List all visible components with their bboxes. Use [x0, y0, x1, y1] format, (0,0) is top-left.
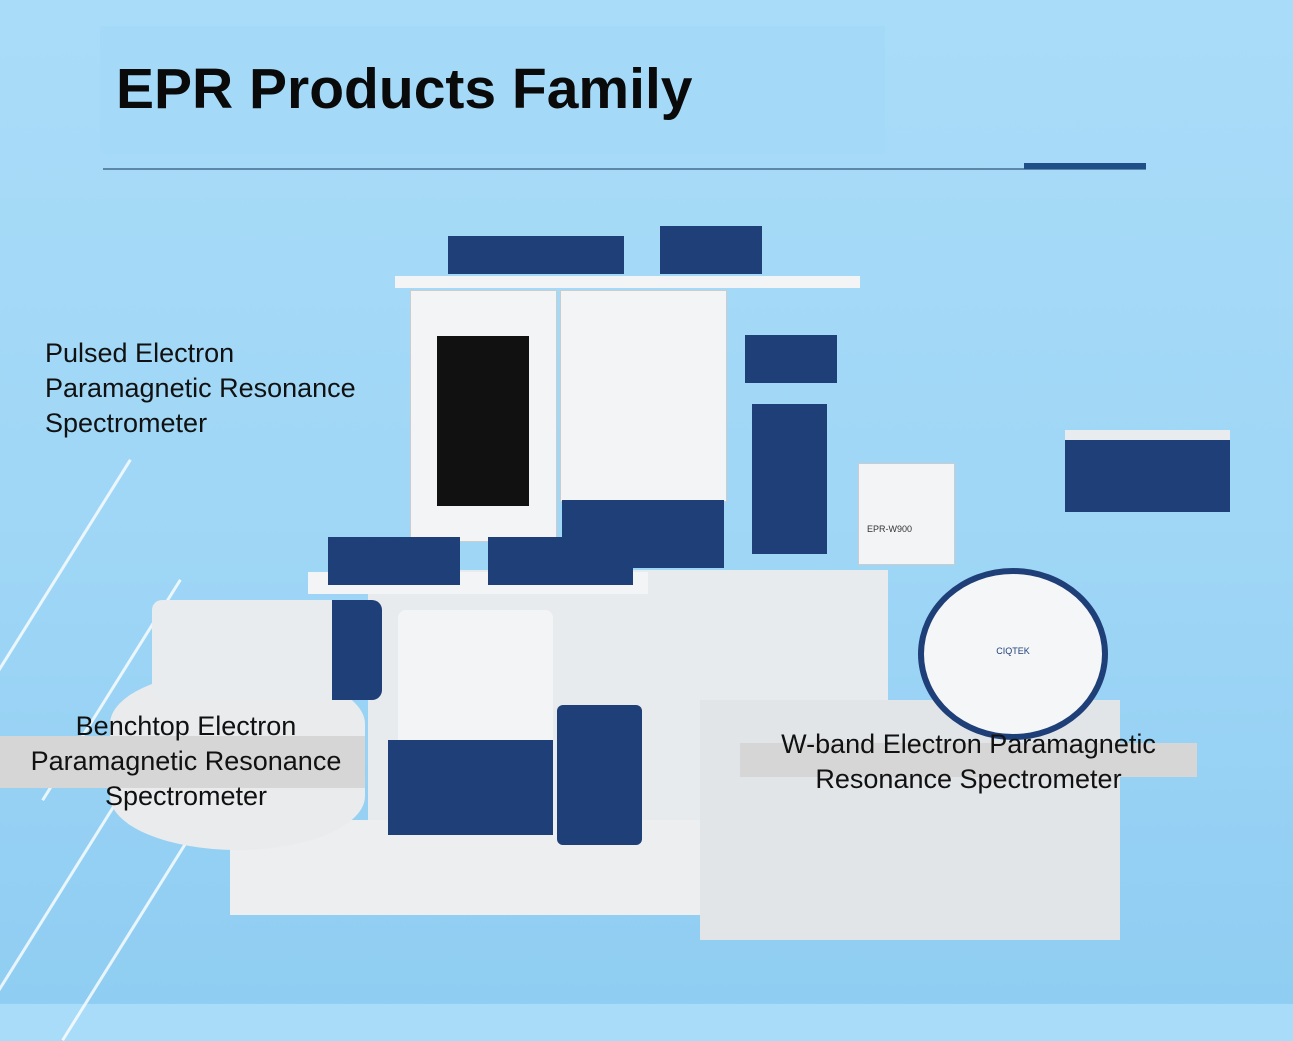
label-line: Spectrometer	[104, 781, 268, 811]
label-wband: W-band Electron Paramagnetic Resonance S…	[740, 727, 1197, 797]
pulsed-console-unit	[660, 226, 762, 274]
benchtop-device	[152, 600, 382, 700]
pulsed-console-unit	[448, 236, 624, 274]
label-benchtop: Benchtop Electron Paramagnetic Resonance…	[0, 709, 372, 814]
label-line: Spectrometer	[45, 408, 208, 438]
divider	[103, 168, 1146, 170]
brand-logo: CIQTEK	[996, 646, 1030, 656]
cw-chiller	[557, 705, 642, 845]
cw-magnet-base	[388, 740, 553, 835]
label-bg	[0, 736, 365, 788]
pulsed-controller	[745, 335, 837, 383]
label-line: Pulsed Electron	[45, 338, 235, 368]
label-bg	[740, 743, 1197, 777]
label-pulsed: Pulsed Electron Paramagnetic Resonance S…	[45, 336, 356, 441]
pulsed-magnet	[560, 290, 727, 502]
label-line: Resonance Spectrometer	[815, 764, 1122, 794]
label-line: Paramagnetic Resonance	[45, 373, 356, 403]
decor-stripe	[0, 458, 132, 682]
cw-console	[488, 537, 633, 585]
title-band	[100, 26, 885, 154]
cw-console	[328, 537, 460, 585]
label-line: Paramagnetic Resonance	[30, 746, 342, 776]
divider-accent	[1024, 163, 1146, 169]
pulsed-cabinet-window	[437, 336, 529, 506]
cw-magnet	[398, 610, 553, 750]
wband-model-label: EPR-W900	[867, 524, 913, 534]
pulsed-chiller	[752, 404, 827, 554]
wband-console	[1065, 430, 1230, 512]
wband-magnet: CIQTEK	[918, 568, 1108, 740]
podium-right	[700, 700, 1120, 940]
label-line: Benchtop Electron	[75, 711, 297, 741]
page-title: EPR Products Family	[116, 57, 693, 121]
wband-unit: EPR-W900	[858, 463, 955, 565]
pulsed-table	[395, 276, 860, 288]
label-line: W-band Electron Paramagnetic	[781, 729, 1156, 759]
